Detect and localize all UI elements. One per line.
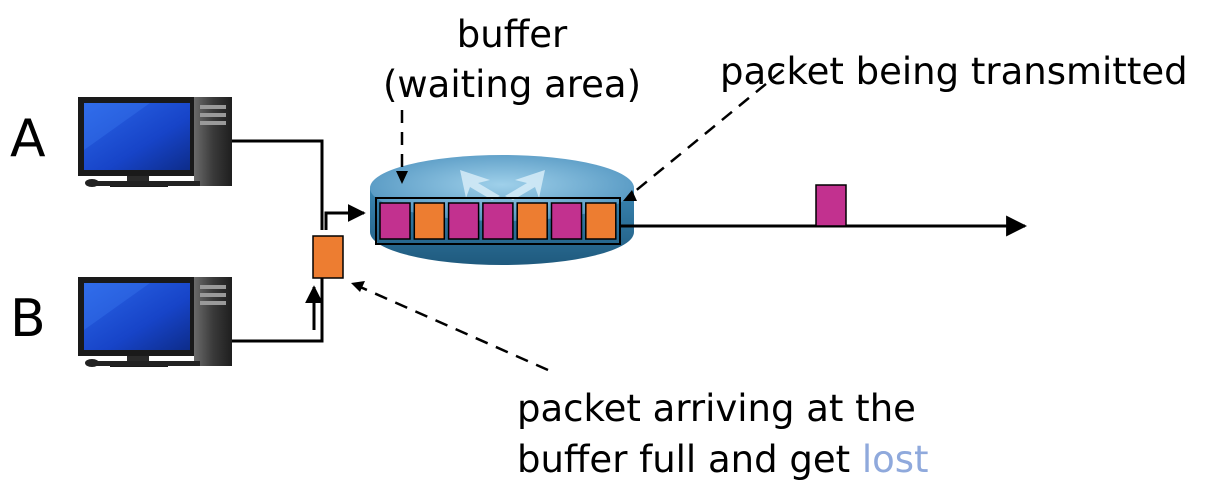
buffer-packet-orange — [413, 202, 446, 240]
into-buffer-arrow — [324, 204, 366, 230]
buffer-label: buffer — [457, 13, 568, 56]
host-links — [232, 139, 324, 343]
transmitted-callout-arrowhead — [623, 190, 637, 201]
arriving-callout-line — [357, 284, 549, 372]
arriving-callout-arrowhead — [351, 281, 365, 292]
buffer-packet-orange — [516, 202, 548, 240]
buffer-packet-magenta — [379, 202, 411, 240]
transmitted-packet — [815, 184, 847, 227]
arriving-lost-packet — [312, 235, 344, 279]
buffer-full-text: buffer full and get — [517, 438, 862, 481]
buffer-packets — [379, 202, 617, 240]
host-a-computer-icon — [78, 97, 232, 187]
buffer-packet-magenta — [447, 202, 480, 240]
buffer-packet-orange — [585, 202, 617, 240]
buffer-queue — [375, 197, 621, 245]
buffer-packet-magenta — [482, 202, 514, 240]
host-b-computer-icon — [78, 277, 232, 367]
buffer-callout-arrowhead — [396, 171, 408, 184]
packet-arriving-label-line2: buffer full and get lost — [517, 438, 929, 481]
link-host-b — [232, 270, 324, 343]
host-b-label: B — [10, 289, 46, 349]
transmitted-callout-line — [627, 69, 784, 198]
waiting-area-label: (waiting area) — [383, 63, 641, 106]
packet-being-transmitted-label: packet being transmitted — [720, 50, 1188, 93]
packet-arriving-label-line1: packet arriving at the — [517, 387, 916, 430]
lost-word: lost — [862, 438, 929, 481]
link-host-a — [232, 139, 324, 230]
buffer-packet-magenta — [550, 202, 583, 240]
host-a-label: A — [10, 109, 46, 169]
